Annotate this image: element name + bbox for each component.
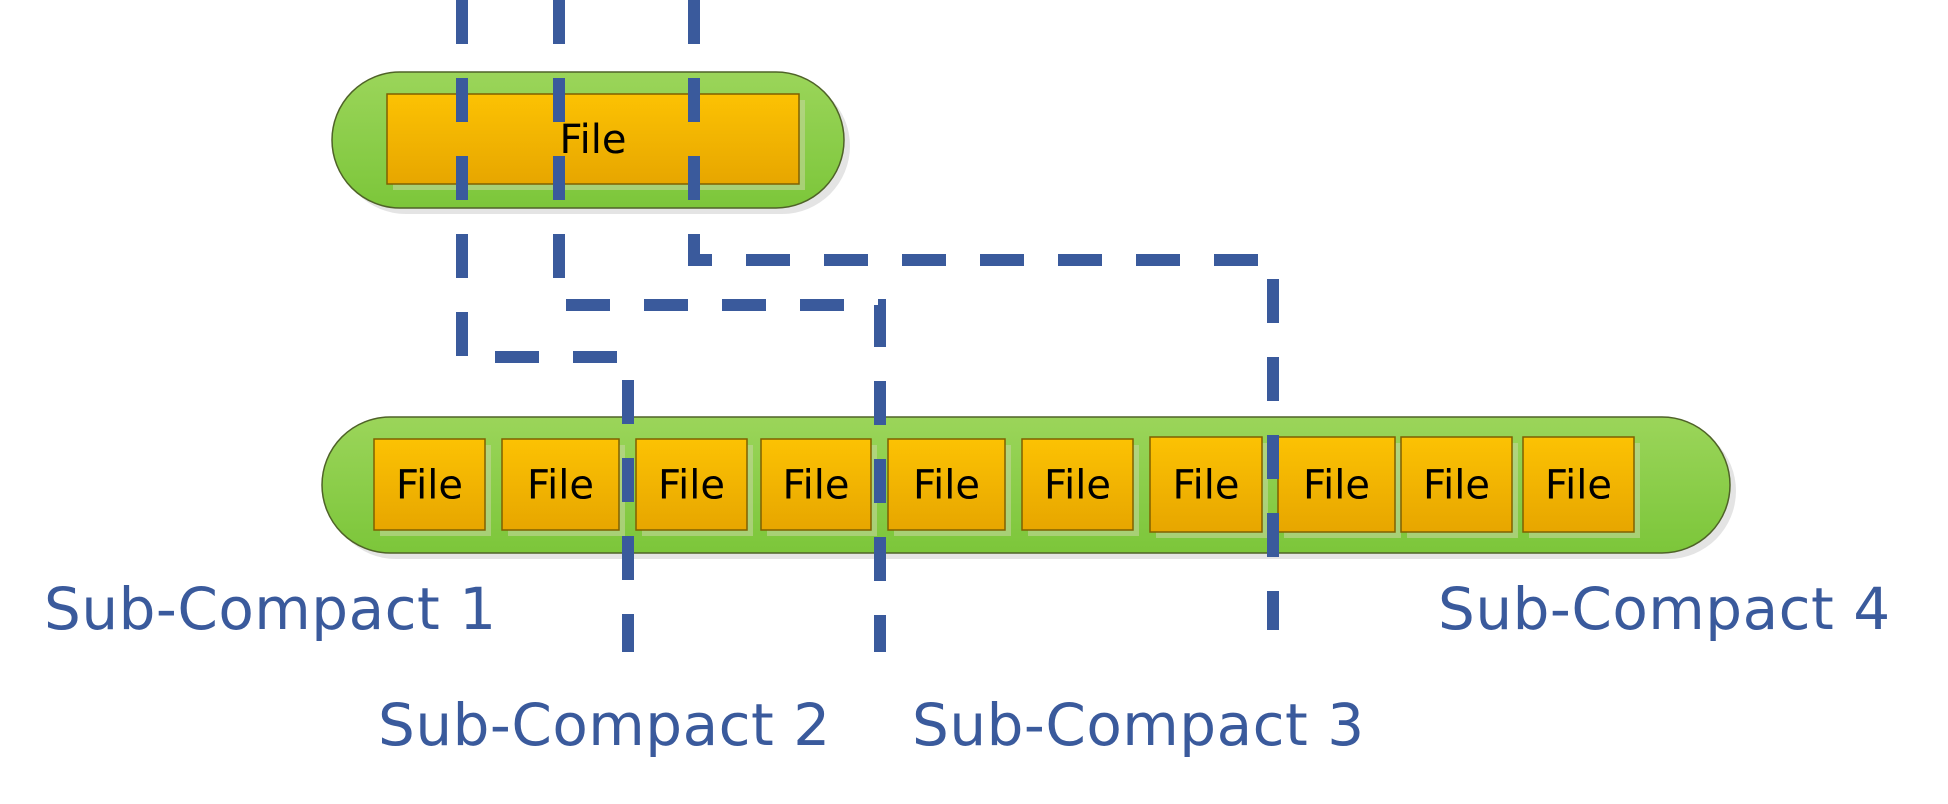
- top-file-container: File: [331, 71, 850, 214]
- bottom-file-label: File: [396, 463, 463, 509]
- sub-compact-4-label: Sub-Compact 4: [1438, 575, 1891, 643]
- top-file-label: File: [560, 117, 627, 163]
- bottom-file-label: File: [1545, 463, 1612, 509]
- bottom-file-label: File: [913, 463, 980, 509]
- bottom-file-1: File: [373, 438, 491, 536]
- boundary-line-2: [553, 0, 886, 652]
- boundary-line-3: [688, 0, 1279, 630]
- bottom-file-label: File: [1173, 463, 1240, 509]
- bottom-file-list: File File File File File File File File File File: [373, 436, 1640, 538]
- bottom-file-10: File: [1522, 436, 1640, 538]
- bottom-file-3: File: [635, 438, 753, 536]
- bottom-file-label: File: [658, 463, 725, 509]
- bottom-file-label: File: [1044, 463, 1111, 509]
- bottom-file-label: File: [527, 463, 594, 509]
- bottom-file-4: File: [760, 438, 877, 536]
- boundary-line-1: [456, 0, 634, 652]
- bottom-file-2: File: [501, 438, 625, 536]
- bottom-file-label: File: [1423, 463, 1490, 509]
- bottom-file-label: File: [783, 463, 850, 509]
- bottom-file-label: File: [1303, 463, 1370, 509]
- sub-compact-boundaries: [456, 0, 1279, 652]
- top-file: File: [386, 93, 805, 190]
- bottom-file-9: File: [1400, 436, 1518, 538]
- sub-compact-1-label: Sub-Compact 1: [44, 575, 497, 643]
- bottom-file-8: File: [1277, 436, 1401, 538]
- bottom-file-6: File: [1021, 438, 1139, 536]
- sub-compact-2-label: Sub-Compact 2: [378, 691, 831, 759]
- bottom-file-5: File: [887, 438, 1011, 536]
- bottom-files-container: File File File File File File File File File File: [321, 416, 1736, 559]
- sub-compact-3-label: Sub-Compact 3: [912, 691, 1365, 759]
- bottom-file-7: File: [1149, 436, 1268, 538]
